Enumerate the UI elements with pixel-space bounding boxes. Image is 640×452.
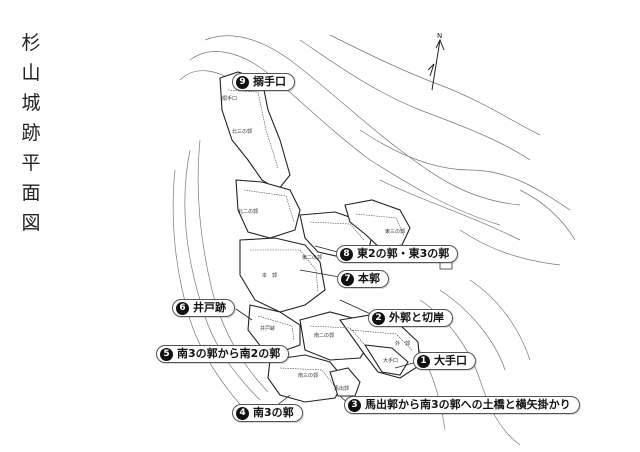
callout-number-badge: 1	[417, 354, 430, 368]
map-label-south3: 南三の郭	[298, 373, 319, 379]
callout-8[interactable]: 8 東2の郭・東3の郭	[336, 245, 459, 263]
callout-number-badge: 2	[372, 311, 385, 325]
map-label-north3: 北三の郭	[232, 129, 253, 135]
callout-4[interactable]: 4 南3の郭	[232, 404, 303, 422]
callout-5[interactable]: 5 南3の郭から南2の郭	[156, 345, 290, 363]
map-label-north2: 北二の郭	[238, 209, 259, 215]
callout-label: 南3の郭から南2の郭	[177, 347, 281, 360]
callout-label: 搦手口	[253, 75, 286, 88]
map-label-ido: 井戸跡	[260, 326, 276, 332]
callout-number-badge: 6	[176, 301, 189, 315]
callout-number-badge: 3	[348, 398, 361, 412]
callout-2[interactable]: 2 外郭と切岸	[368, 309, 453, 327]
map-label-umadashi: 馬出郭	[334, 386, 350, 392]
earthwork-terraces	[227, 89, 413, 389]
callout-7[interactable]: 7 本郭	[337, 270, 389, 288]
callout-6[interactable]: 6 井戸跡	[172, 299, 235, 317]
callout-label: 大手口	[434, 354, 467, 367]
callout-label: 本郭	[358, 272, 380, 285]
map-label-karamete: 搦手口	[222, 96, 238, 102]
callout-label: 外郭と切岸	[389, 311, 444, 324]
callout-number-badge: 8	[340, 247, 353, 261]
callout-number-badge: 5	[160, 347, 173, 361]
callout-9[interactable]: 9 搦手口	[232, 73, 295, 91]
callout-label: 馬出郭から南3の郭への土橋と横矢掛かり	[365, 398, 571, 411]
north-arrow-icon	[427, 38, 445, 91]
map-title: 杉山城跡平面図	[21, 32, 41, 234]
callout-number-badge: 4	[236, 406, 249, 420]
compass-label: N	[437, 32, 442, 40]
map-label-east3: 東三の郭	[385, 229, 406, 235]
callout-label: 井戸跡	[193, 301, 226, 314]
map-label-outa: 大手口	[383, 358, 399, 364]
callout-number-badge: 9	[236, 75, 249, 89]
callout-number-badge: 7	[341, 272, 354, 286]
callout-1[interactable]: 1 大手口	[413, 352, 476, 370]
callout-label: 東2の郭・東3の郭	[357, 247, 450, 260]
map-label-east2: 東二の郭	[302, 255, 323, 261]
map-label-honkaku: 本 郭	[262, 273, 278, 279]
map-label-gaikaku: 外 郭	[395, 341, 411, 347]
callout-3[interactable]: 3 馬出郭から南3の郭への土橋と横矢掛かり	[344, 396, 580, 414]
callout-label: 南3の郭	[253, 406, 294, 419]
map-label-south2: 南二の郭	[314, 333, 335, 339]
